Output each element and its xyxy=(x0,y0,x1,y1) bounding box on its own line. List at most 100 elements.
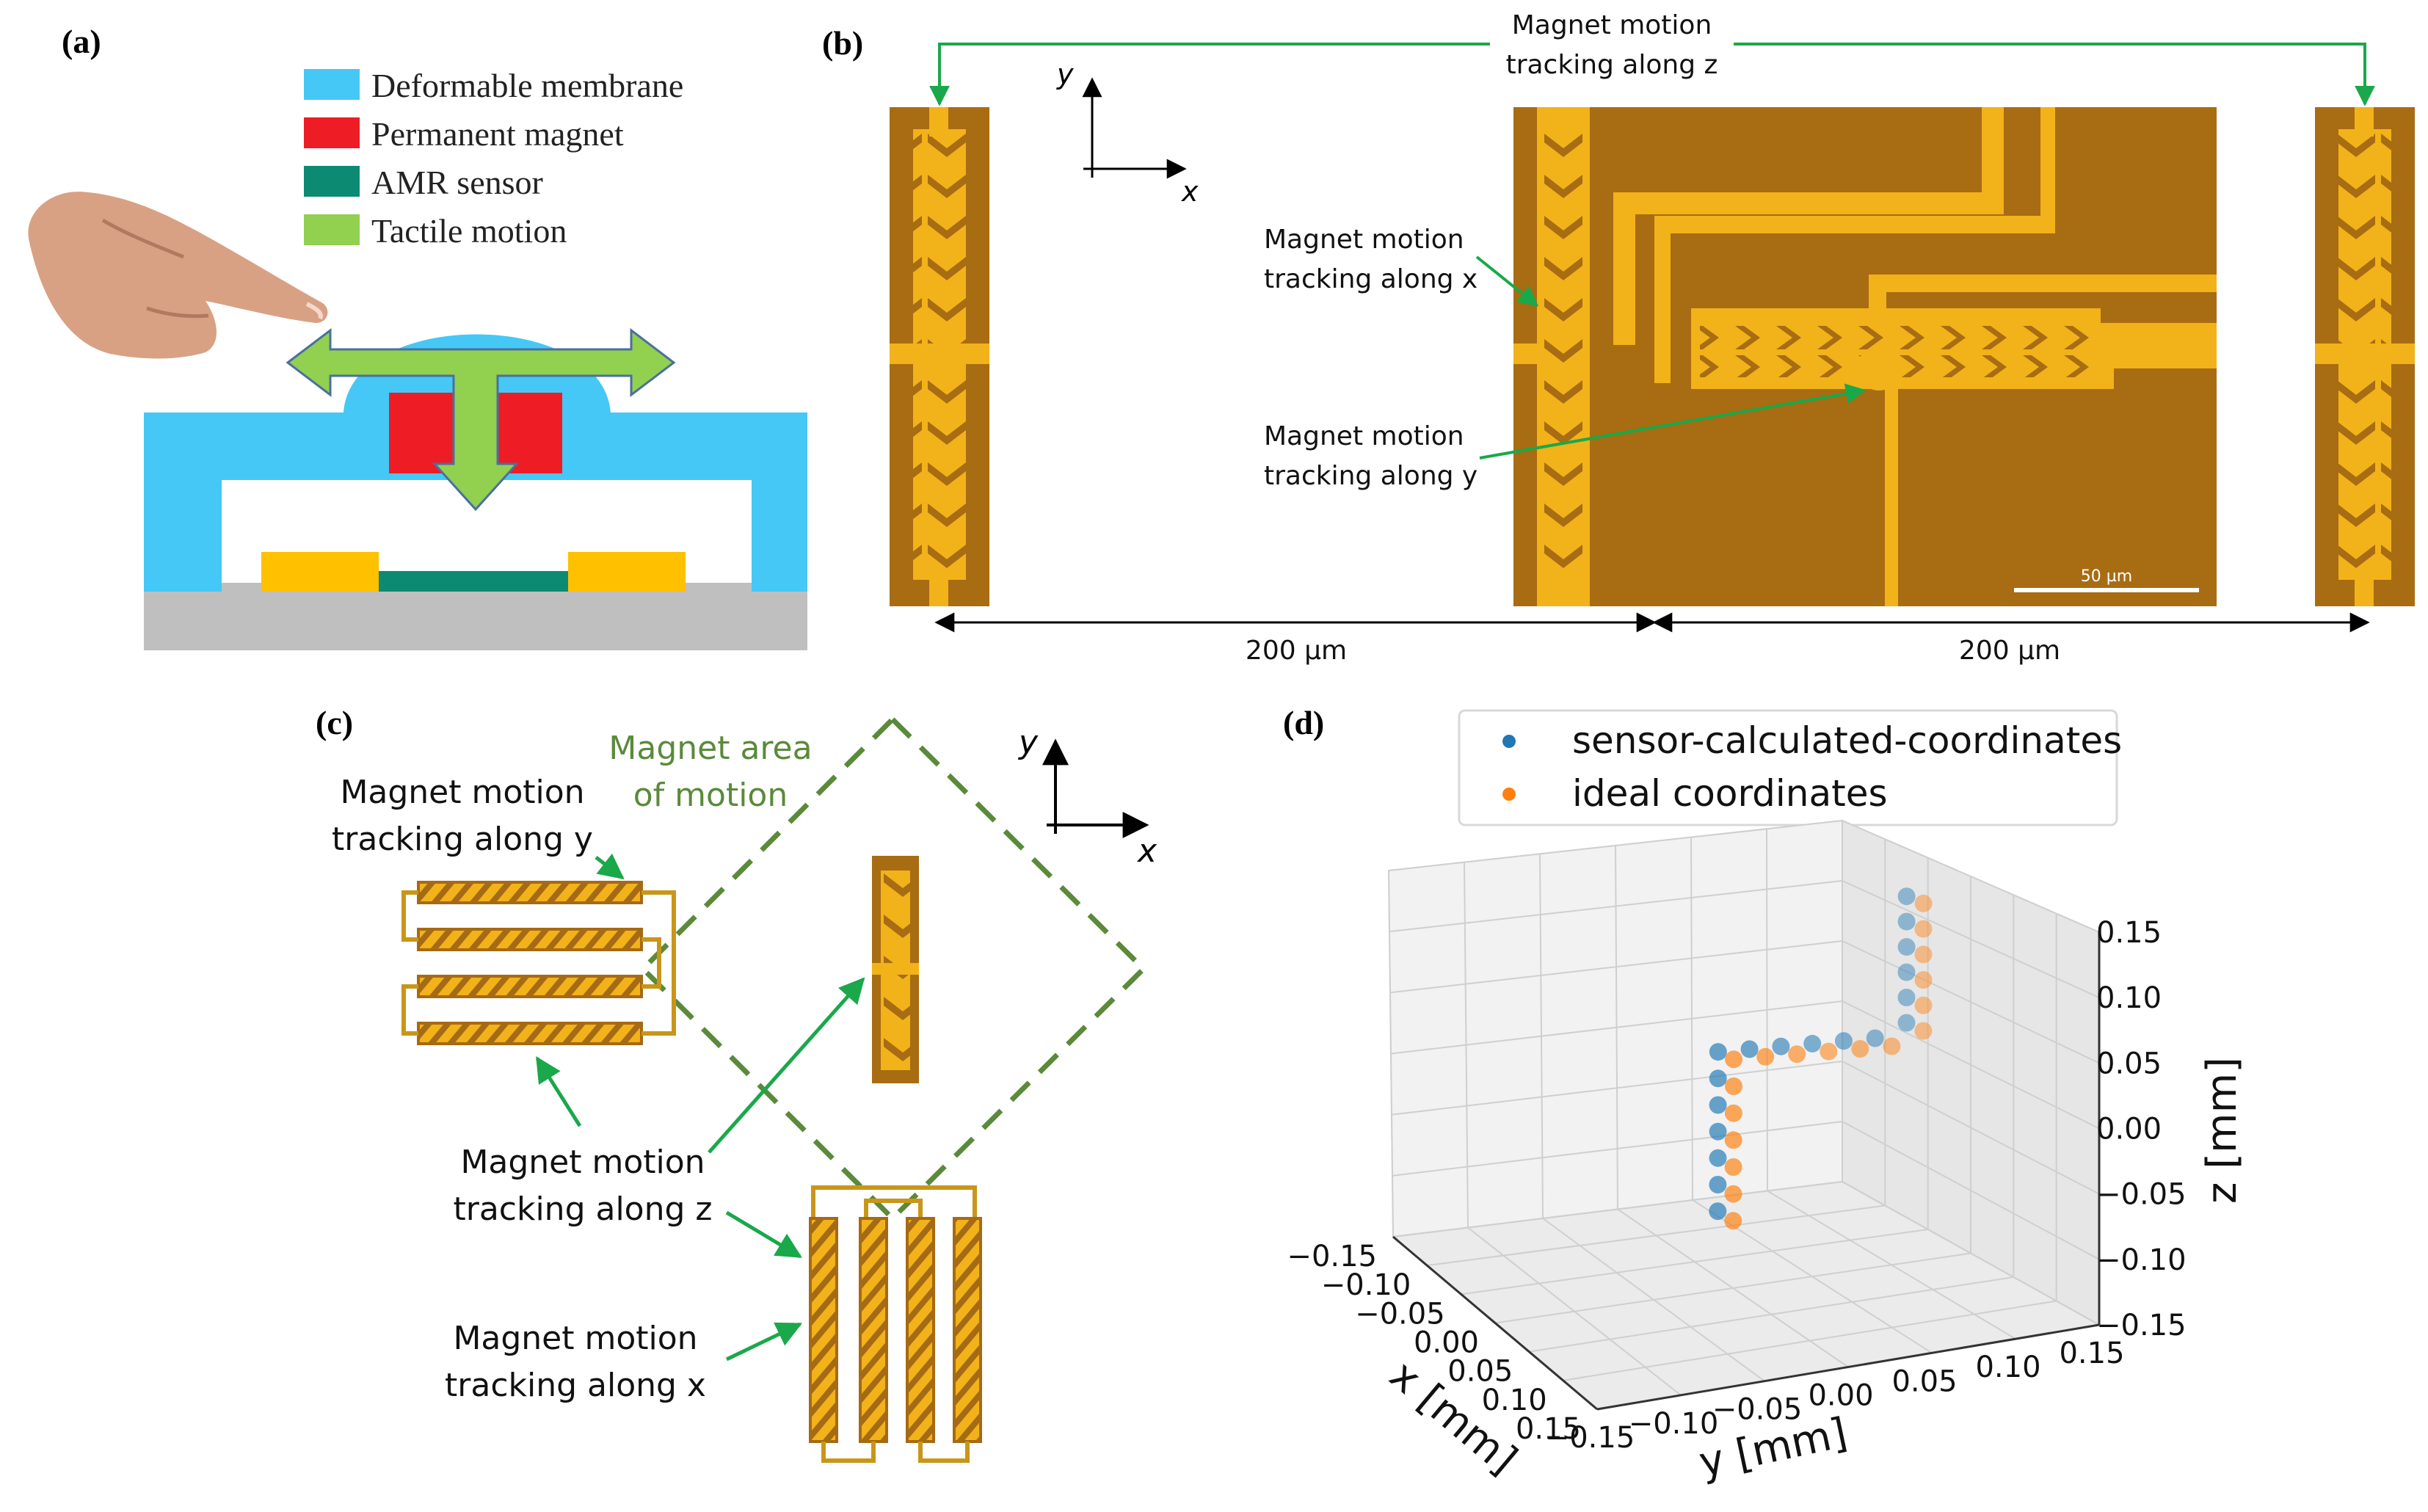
data-point-sensor xyxy=(1897,938,1916,956)
annotation-z-c: Magnet motion tracking along z xyxy=(453,977,865,1259)
data-point-ideal xyxy=(1724,1185,1742,1203)
z-axis-label: z [mm] xyxy=(2198,1057,2246,1204)
data-point-sensor xyxy=(1803,1034,1822,1053)
y-axis-line xyxy=(1596,1323,2100,1411)
data-point-sensor xyxy=(1709,1149,1727,1167)
data-point-ideal xyxy=(1725,1077,1742,1095)
data-point-ideal xyxy=(1914,920,1933,938)
micrograph-right-strip xyxy=(2315,107,2415,606)
data-point-sensor xyxy=(1897,963,1916,981)
micrograph-left-strip xyxy=(890,107,989,606)
y-tick-label: 0.00 xyxy=(1808,1379,1873,1413)
y-tick-label: 0.05 xyxy=(1891,1364,1957,1398)
legend-a: Deformable membrane Permanent magnet AMR… xyxy=(304,67,683,250)
x-tick-label: −0.05 xyxy=(1355,1297,1445,1331)
z-tick-label: −0.05 xyxy=(2096,1178,2187,1212)
legend-swatch-magnet xyxy=(304,117,360,148)
panel-label-b: (b) xyxy=(822,24,863,62)
data-point-ideal xyxy=(1756,1047,1775,1066)
legend-3d: sensor-calculated-coordinates ideal coor… xyxy=(1458,709,2122,826)
y-tick-label: −0.05 xyxy=(1712,1393,1803,1427)
data-point-sensor xyxy=(1834,1032,1853,1050)
annotation-y-line2: tracking along y xyxy=(1264,461,1477,491)
annotation-y-c: Magnet motion tracking along y xyxy=(332,774,625,880)
data-point-ideal xyxy=(1724,1212,1742,1230)
dim-label-right: 200 µm xyxy=(1959,636,2060,666)
annotation-c-y-line2: tracking along y xyxy=(332,821,593,858)
legend-swatch-amr xyxy=(304,166,360,197)
micrograph-center: 50 µm xyxy=(1513,107,2217,606)
grid-line-floor-y xyxy=(1767,1190,2016,1340)
x-tick-label: −0.15 xyxy=(1287,1240,1377,1273)
x-axis-line xyxy=(1392,1235,1598,1411)
magnet-area-line1: Magnet area xyxy=(608,730,812,767)
panel-label-d: (d) xyxy=(1283,704,1324,741)
data-point-ideal xyxy=(1724,1104,1742,1122)
magnet-area-line2: of motion xyxy=(633,777,788,814)
annotation-c-y-line1: Magnet motion xyxy=(340,774,584,811)
annotation-c-z-line2: tracking along z xyxy=(453,1191,712,1228)
data-point-ideal xyxy=(1820,1042,1838,1061)
legend-label-membrane: Deformable membrane xyxy=(371,67,683,104)
legend-marker-sensor xyxy=(1502,735,1516,748)
annotation-c-x-line1: Magnet motion xyxy=(453,1320,697,1357)
dimension-lines-b: 200 µm 200 µm xyxy=(934,612,2370,666)
arrow-c-x xyxy=(725,1322,803,1362)
data-point-ideal xyxy=(1724,1158,1742,1176)
electrode-left xyxy=(261,552,379,592)
z-tick-label: 0.05 xyxy=(2096,1047,2162,1080)
z-tick-label: 0.00 xyxy=(2096,1113,2162,1146)
legend-swatch-tactile xyxy=(304,214,360,245)
axis-x-label-c: x xyxy=(1136,832,1157,870)
y-tick-label: 0.15 xyxy=(2059,1337,2124,1370)
data-point-sensor xyxy=(1709,1176,1727,1193)
axes-icon-c: y x xyxy=(1017,724,1157,870)
grid-line-wall-left-h xyxy=(1389,880,1843,933)
y-tick-label: −0.15 xyxy=(1545,1421,1635,1455)
z-tick-label: −0.10 xyxy=(2096,1243,2187,1277)
data-point-ideal xyxy=(1724,1131,1742,1149)
data-point-ideal xyxy=(1788,1045,1806,1064)
data-point-sensor xyxy=(1709,1069,1727,1088)
panel-label-c: (c) xyxy=(316,704,353,741)
data-point-sensor xyxy=(1740,1040,1759,1058)
top-annotation-b: Magnet motion tracking along z xyxy=(929,10,2375,106)
finger-icon xyxy=(28,192,328,359)
sensor-y-group xyxy=(401,881,676,1045)
arrow-c-z-center xyxy=(708,977,865,1154)
axis-y-label-c: y xyxy=(1017,724,1039,761)
substrate xyxy=(144,583,807,650)
electrode-right xyxy=(568,552,686,592)
z-tick-label: 0.10 xyxy=(2096,981,2162,1015)
amr-sensor xyxy=(379,571,568,592)
y-tick-label: 0.10 xyxy=(1975,1351,2040,1384)
data-point-ideal xyxy=(1914,894,1933,912)
legend-label-magnet: Permanent magnet xyxy=(371,115,624,153)
x-tick-label: 0.05 xyxy=(1447,1355,1513,1389)
legend-label-sensor: sensor-calculated-coordinates xyxy=(1572,719,2122,762)
annotation-z-line1: Magnet motion xyxy=(1512,10,1712,40)
annotation-y-line1: Magnet motion xyxy=(1264,421,1464,451)
annotation-x-line1: Magnet motion xyxy=(1264,225,1464,255)
arrow-z-right xyxy=(1734,43,2375,106)
grid-line-wall-right-h xyxy=(1842,880,2100,999)
arrow-c-z-bottom xyxy=(725,1210,803,1259)
x-tick-label: 0.10 xyxy=(1482,1384,1547,1417)
data-point-sensor xyxy=(1772,1037,1790,1055)
grid-line-wall-left-h xyxy=(1388,820,1843,871)
data-point-sensor xyxy=(1866,1029,1884,1047)
data-point-ideal xyxy=(1914,996,1933,1014)
x-tick-label: −0.10 xyxy=(1321,1268,1411,1302)
arrow-c-y xyxy=(595,853,625,880)
sensor-center-strip xyxy=(872,856,919,1083)
arrow-y-b xyxy=(1479,383,1867,459)
data-point-sensor xyxy=(1709,1202,1727,1221)
grid-line-wall-right-h xyxy=(1842,820,2100,933)
annotation-x-line2: tracking along x xyxy=(1264,264,1477,294)
data-point-sensor xyxy=(1897,912,1916,931)
z-tick-label: 0.15 xyxy=(2096,916,2162,950)
legend-label-amr: AMR sensor xyxy=(371,164,543,201)
legend-swatch-membrane xyxy=(304,69,360,100)
tactile-motion-arrow xyxy=(286,327,676,512)
x-tick-label: 0.15 xyxy=(1516,1412,1581,1446)
